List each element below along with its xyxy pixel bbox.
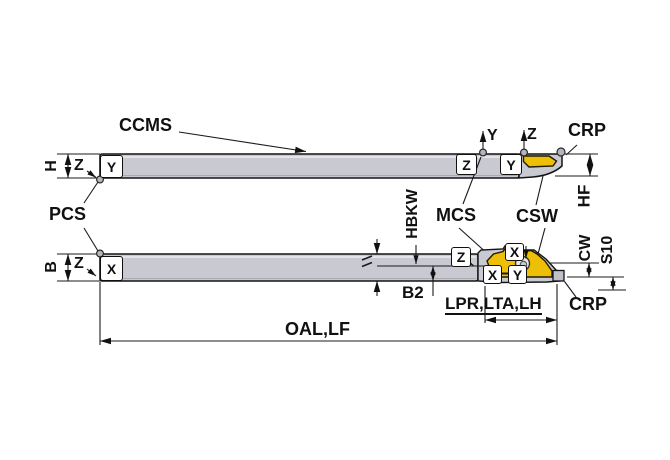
ref-box-y2-top-shank: Y (500, 154, 522, 175)
label-csw: CSW (516, 206, 558, 226)
dot-axis-z (519, 148, 528, 157)
leader-pcs-bottom (83, 227, 99, 252)
leader-crp-top (565, 144, 578, 156)
label-hf: HF (574, 184, 594, 208)
leader-z-top-left (86, 170, 97, 178)
label-s10: S10 (599, 235, 616, 265)
label-b2: B2 (402, 283, 424, 302)
dot-pcs-bottom (95, 249, 104, 258)
leader-ccms (178, 131, 307, 154)
label-z-bottom-left: Z (74, 255, 84, 272)
label-ccms: CCMS (119, 115, 172, 135)
ref-box-y-insert-bottom: Y (508, 265, 527, 284)
leader-csw-down (537, 227, 546, 255)
ref-box-x-insert-top: X (505, 243, 524, 261)
leader-mcs-up (462, 156, 482, 205)
ref-box-x-insert-bottom: X (483, 265, 502, 284)
leader-z-bottom-left (86, 268, 97, 277)
label-b: B (43, 261, 60, 273)
leader-crp-bottom (564, 281, 577, 298)
leader-csw-up (535, 175, 544, 206)
label-axis-z-top: Z (527, 126, 537, 143)
label-crp-top: CRP (568, 120, 607, 140)
label-h: H (43, 160, 60, 172)
label-axis-y-top: Y (487, 127, 498, 144)
label-pcs: PCS (49, 204, 87, 224)
break-marks (361, 255, 373, 268)
label-lpr-lta-lh: LPR,LTA,LH (445, 294, 542, 315)
top-view (57, 130, 598, 256)
ref-box-z-bottom-shank: Z (451, 247, 471, 267)
dot-crp-top (556, 147, 566, 157)
label-hbkw: HBKW (404, 189, 421, 239)
label-cw: CW (577, 234, 594, 262)
ref-box-y-top-shank: Y (100, 155, 123, 178)
leader-pcs-top (83, 181, 99, 204)
bottom-shank-body (99, 253, 479, 282)
dot-axis-y (479, 148, 488, 157)
ref-box-z-top-shank: Z (456, 154, 477, 175)
label-mcs: MCS (436, 205, 476, 225)
reference-dots (95, 147, 566, 258)
insert-tip-block (552, 269, 565, 282)
label-oal-lf: OAL,LF (285, 319, 350, 339)
top-insert (522, 155, 558, 168)
label-z-top-left: Z (74, 157, 84, 174)
label-crp-bottom: CRP (569, 294, 608, 314)
ref-box-x-bottom-shank: X (100, 256, 123, 281)
